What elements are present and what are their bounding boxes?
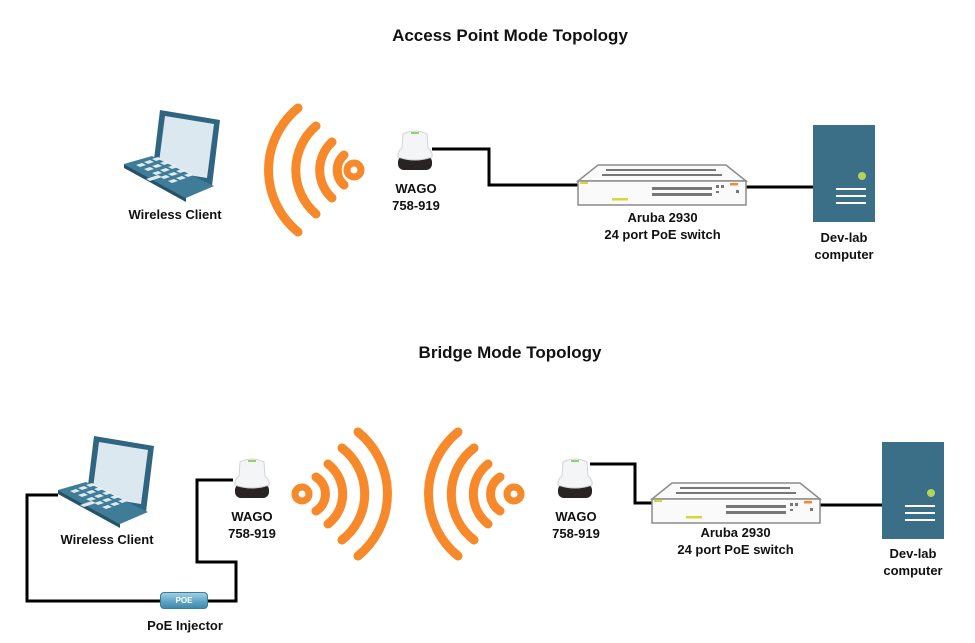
ap-mode-title: Access Point Mode Topology [392,26,628,45]
ap-wago-label-line1: WAGO [395,181,437,196]
poe-injector-icon: POE [160,592,208,609]
ap-switch-label-line2: 24 port PoE switch [604,227,721,242]
wireless-signal-right-icon [424,427,525,561]
bridge-wago-right-icon [557,458,593,498]
server-computer-icon [813,125,875,222]
bridge-switch-label: Aruba 2930 24 port PoE switch [658,524,813,558]
wire-wago-to-switch-bridge [590,462,655,505]
ap-wago-label-line2: 758-919 [392,198,440,213]
ap-computer-label-line1: Dev-lab [820,230,868,245]
bridge-laptop-icon [58,436,154,528]
bridge-wago-left-label: WAGO 758-919 [212,508,292,542]
wago-access-point-icon [397,130,433,170]
ap-client-label: Wireless Client [128,207,222,222]
bridge-computer-label-line2: computer [883,563,943,578]
bridge-wago-left-icon [234,458,270,498]
ap-computer-label-line2: computer [814,247,874,262]
bridge-server-computer-icon [882,442,944,539]
bridge-switch-label-line1: Aruba 2930 [700,525,771,540]
ap-switch-label: Aruba 2930 24 port PoE switch [585,209,740,243]
bridge-wago-left-line2: 758-919 [228,526,276,541]
wire-laptop-to-injector [25,493,162,603]
wireless-signal-icon [264,103,365,237]
bridge-switch-label-line2: 24 port PoE switch [677,542,794,557]
bridge-mode-title: Bridge Mode Topology [418,343,602,362]
poe-injector-label: PoE Injector [147,618,223,633]
bridge-network-switch-icon [650,482,822,524]
bridge-wago-right-line2: 758-919 [552,526,600,541]
bridge-wago-right-line1: WAGO [555,509,597,524]
bridge-wago-left-line1: WAGO [231,509,273,524]
ap-wago-label: WAGO 758-919 [376,180,456,214]
bridge-wago-right-label: WAGO 758-919 [536,508,616,542]
bridge-client-label: Wireless Client [60,532,154,547]
laptop-icon [124,110,220,202]
bridge-computer-label: Dev-lab computer [873,545,953,579]
wireless-signal-left-icon [291,427,392,561]
wire-injector-to-wago [195,478,238,603]
poe-injector-badge: POE [175,596,193,605]
ap-computer-label: Dev-lab computer [804,229,884,263]
wire-wago-to-switch [432,147,580,187]
network-switch-icon [576,164,748,206]
ap-switch-label-line1: Aruba 2930 [627,210,698,225]
bridge-computer-label-line1: Dev-lab [889,546,937,561]
